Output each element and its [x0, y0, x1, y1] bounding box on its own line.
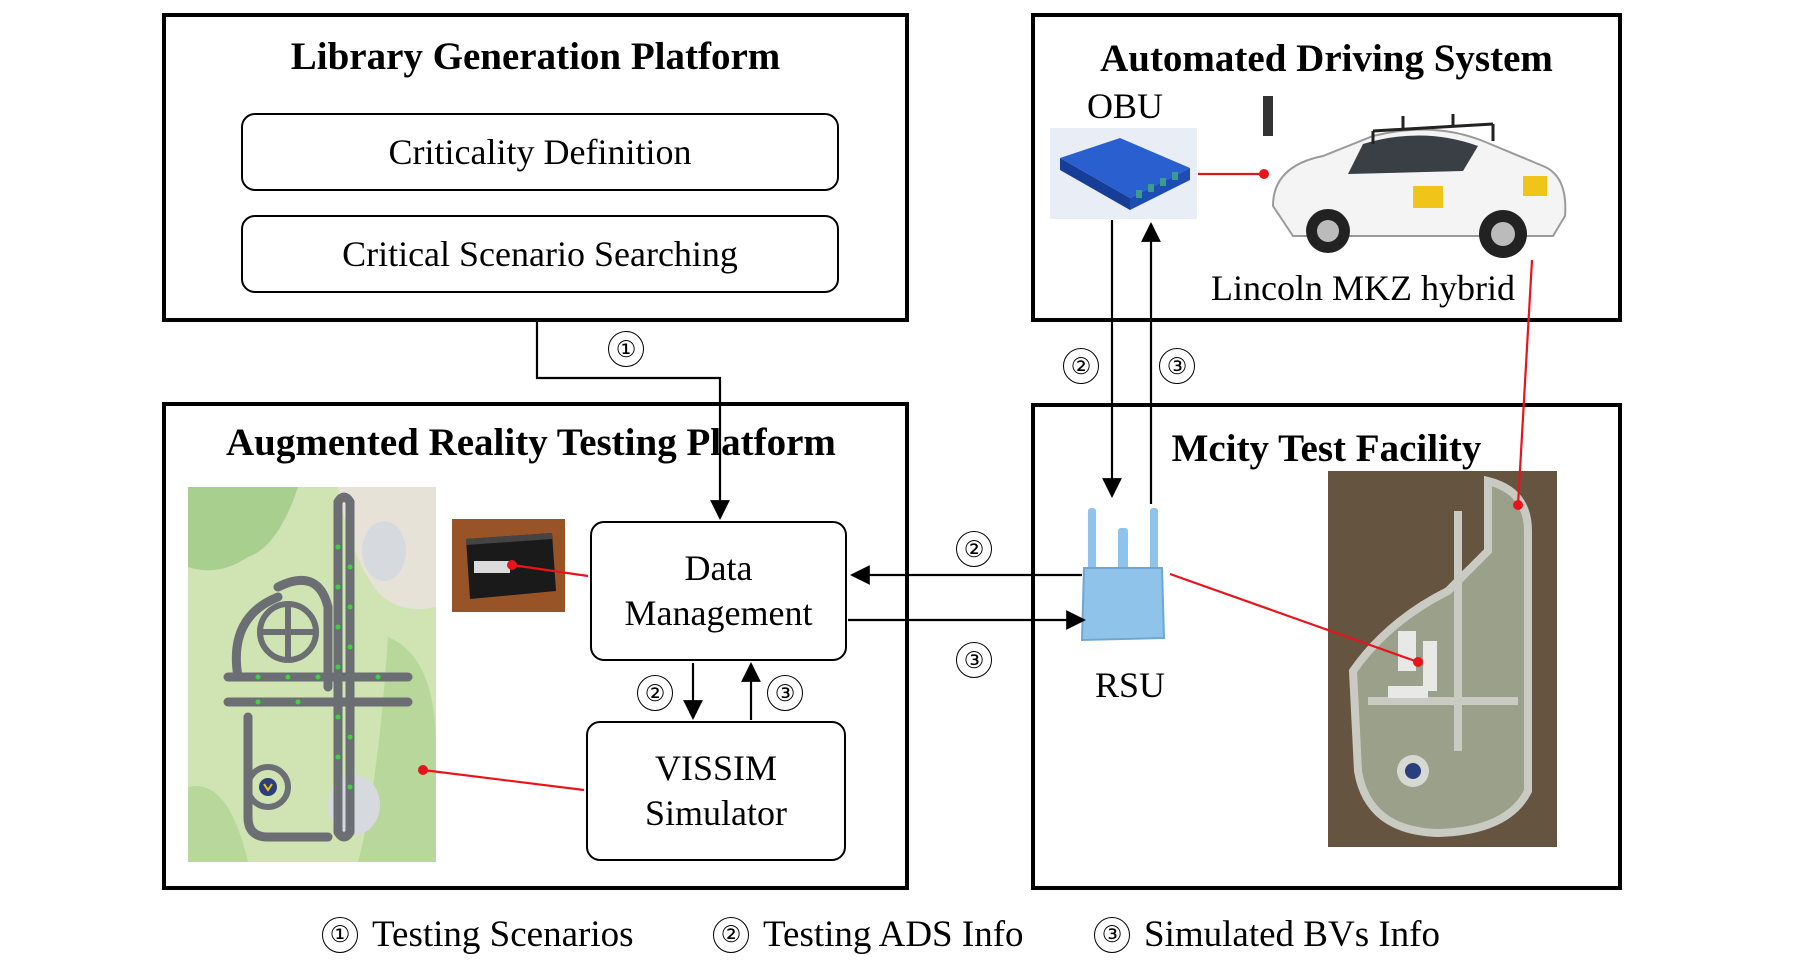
legend-label-testing-scenarios: Testing Scenarios: [372, 914, 634, 955]
mcity-map-image: [188, 487, 436, 862]
scenario-flow-arrow: [535, 322, 730, 520]
ar-panel-title: Augmented Reality Testing Platform: [226, 421, 836, 464]
legend-marker-three: ③: [1094, 916, 1130, 953]
lincoln-mkz-car-image: [1263, 96, 1567, 258]
marker-three-obu: ③: [1159, 348, 1195, 384]
legend-label-simulated-bvs-info: Simulated BVs Info: [1144, 914, 1440, 955]
rsu-facility-link: [1169, 572, 1419, 664]
car-facility-link: [1516, 259, 1534, 506]
vissim-simulator-box: VISSIM Simulator: [586, 721, 846, 861]
legend-item-testing-ads-info: ② Testing ADS Info: [713, 913, 1024, 956]
library-generation-panel: Library Generation Platform Criticality …: [162, 13, 909, 322]
mcity-panel-title: Mcity Test Facility: [1171, 427, 1482, 470]
obu-label: OBU: [1087, 86, 1164, 126]
marker-three-rsu-data: ③: [956, 642, 992, 678]
legend-label-testing-ads-info: Testing ADS Info: [763, 914, 1024, 955]
library-panel-title: Library Generation Platform: [290, 35, 781, 78]
data-management-box: Data Management: [590, 521, 847, 661]
ads-panel-title: Automated Driving System: [1100, 37, 1553, 80]
mcity-aerial-image: [1328, 471, 1557, 847]
criticality-definition-box: Criticality Definition: [241, 113, 839, 191]
legend-marker-two: ②: [713, 916, 749, 953]
marker-two-obu: ②: [1063, 348, 1099, 384]
critical-scenario-searching-box: Critical Scenario Searching: [241, 215, 839, 293]
vehicle-label: Lincoln MKZ hybrid: [1211, 268, 1515, 308]
marker-one-scenarios: ①: [608, 331, 644, 367]
server-link: [511, 563, 589, 578]
rsu-label: RSU: [1095, 665, 1166, 705]
legend-marker-one: ①: [322, 916, 358, 953]
rsu-device-image: [1080, 508, 1166, 642]
map-vissim-link: [422, 768, 585, 792]
legend-item-simulated-bvs-info: ③ Simulated BVs Info: [1094, 913, 1440, 956]
marker-three-vissim: ③: [767, 675, 803, 711]
marker-two-rsu-data: ②: [956, 531, 992, 567]
obu-device-image: [1050, 128, 1197, 219]
legend-item-testing-scenarios: ① Testing Scenarios: [322, 913, 634, 956]
marker-two-vissim: ②: [637, 675, 673, 711]
